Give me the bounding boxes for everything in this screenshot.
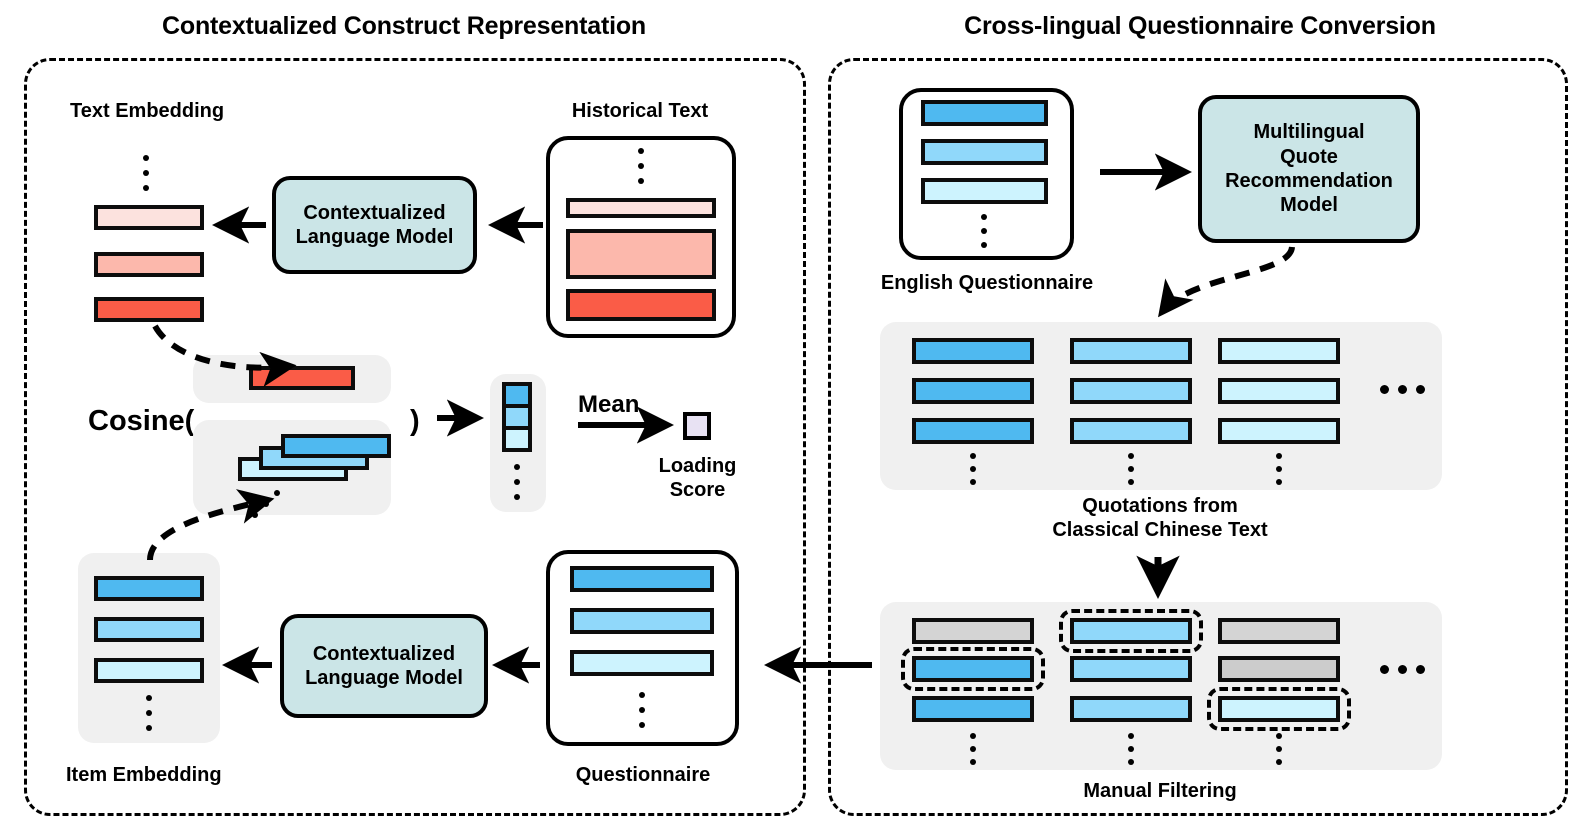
filtering-bar-c2-r2	[1070, 656, 1192, 682]
questionnaire-ellipsis	[638, 692, 646, 728]
item-embedding-bar-1	[94, 576, 204, 601]
filtering-selection-c1-r2	[901, 647, 1045, 691]
questionnaire-bar-3	[570, 650, 714, 676]
item-embedding-label: Item Embedding	[66, 764, 222, 786]
model-bottom-text: Contextualized Language Model	[305, 642, 463, 689]
quotation-bar-c2-r3	[1070, 418, 1192, 444]
historical-text-bar-3	[566, 289, 716, 321]
english-questionnaire-bar-1	[921, 100, 1048, 126]
right-panel-title: Cross-lingual Questionnaire Conversion	[964, 12, 1436, 40]
mean-label: Mean	[578, 391, 640, 418]
mqrm-text: Multilingual Quote Recommendation Model	[1225, 121, 1393, 217]
questionnaire-label: Questionnaire	[575, 764, 711, 786]
filtering-bar-c1-r3	[912, 696, 1034, 722]
cosine-item-bar-1	[281, 434, 391, 458]
filtering-bar-c3-r3	[1218, 696, 1340, 722]
left-panel-container	[24, 58, 806, 816]
manual-filtering-label: Manual Filtering	[1083, 780, 1237, 802]
item-embedding-ellipsis	[145, 695, 153, 731]
english-questionnaire-bar-2	[921, 139, 1048, 165]
left-panel-title: Contextualized Construct Representation	[162, 12, 646, 40]
quotation-bar-c1-r3	[912, 418, 1034, 444]
filtering-col1-ellipsis	[969, 733, 977, 765]
filtering-bar-c1-r1	[912, 618, 1034, 644]
text-embedding-label: Text Embedding	[70, 100, 225, 122]
filtering-bar-c2-r3	[1070, 696, 1192, 722]
loading-score-label: Loading Score	[658, 455, 737, 501]
filtering-bar-c1-r2	[912, 656, 1034, 682]
quotations-more-ellipsis	[1380, 385, 1425, 394]
filtering-more-ellipsis	[1380, 665, 1425, 674]
historical-text-bar-2	[566, 229, 716, 279]
item-embedding-bar-3	[94, 658, 204, 683]
quotation-bar-c2-r2	[1070, 378, 1192, 404]
cosine-text-vector-bar	[249, 366, 355, 390]
loading-score-square	[683, 412, 711, 440]
english-questionnaire-bar-3	[921, 178, 1048, 204]
quotations-col3-ellipsis	[1275, 453, 1283, 485]
cosine-open-paren: Cosine(	[88, 405, 195, 437]
quotation-bar-c3-r2	[1218, 378, 1340, 404]
model-top-text: Contextualized Language Model	[295, 201, 454, 248]
filtering-selection-c2-r1	[1059, 609, 1203, 653]
quotation-bar-c3-r3	[1218, 418, 1340, 444]
text-embedding-bar-1	[94, 205, 204, 230]
cosine-item-ellipsis	[252, 488, 292, 522]
english-questionnaire-label: English Questionnaire	[880, 272, 1094, 294]
quotation-bar-c2-r1	[1070, 338, 1192, 364]
cosine-close-paren: )	[410, 405, 420, 437]
quotations-col2-ellipsis	[1127, 453, 1135, 485]
english-questionnaire-ellipsis	[980, 214, 988, 248]
similarity-vector-cell-3	[502, 426, 532, 452]
historical-text-ellipsis	[637, 148, 645, 184]
filtering-selection-c3-r3	[1207, 687, 1351, 731]
quotation-bar-c1-r2	[912, 378, 1034, 404]
text-embedding-bar-3	[94, 297, 204, 322]
quotations-col1-ellipsis	[969, 453, 977, 485]
quotation-bar-c3-r1	[1218, 338, 1340, 364]
item-embedding-bar-2	[94, 617, 204, 642]
text-embedding-ellipsis	[142, 155, 150, 191]
historical-text-bar-1	[566, 198, 716, 218]
filtering-bar-c3-r2	[1218, 656, 1340, 682]
filtering-bar-c2-r1	[1070, 618, 1192, 644]
historical-text-label: Historical Text	[571, 100, 709, 122]
contextualized-language-model-bottom[interactable]: Contextualized Language Model	[280, 614, 488, 718]
similarity-vector-ellipsis	[513, 464, 521, 500]
right-panel-container	[828, 58, 1568, 816]
filtering-col2-ellipsis	[1127, 733, 1135, 765]
text-embedding-bar-2	[94, 252, 204, 277]
quotations-label: Quotations from Classical Chinese Text	[1052, 495, 1268, 541]
filtering-bar-c3-r1	[1218, 618, 1340, 644]
contextualized-language-model-top[interactable]: Contextualized Language Model	[272, 176, 477, 274]
questionnaire-bar-2	[570, 608, 714, 634]
multilingual-quote-recommendation-model[interactable]: Multilingual Quote Recommendation Model	[1198, 95, 1420, 243]
filtering-col3-ellipsis	[1275, 733, 1283, 765]
questionnaire-bar-1	[570, 566, 714, 592]
quotation-bar-c1-r1	[912, 338, 1034, 364]
